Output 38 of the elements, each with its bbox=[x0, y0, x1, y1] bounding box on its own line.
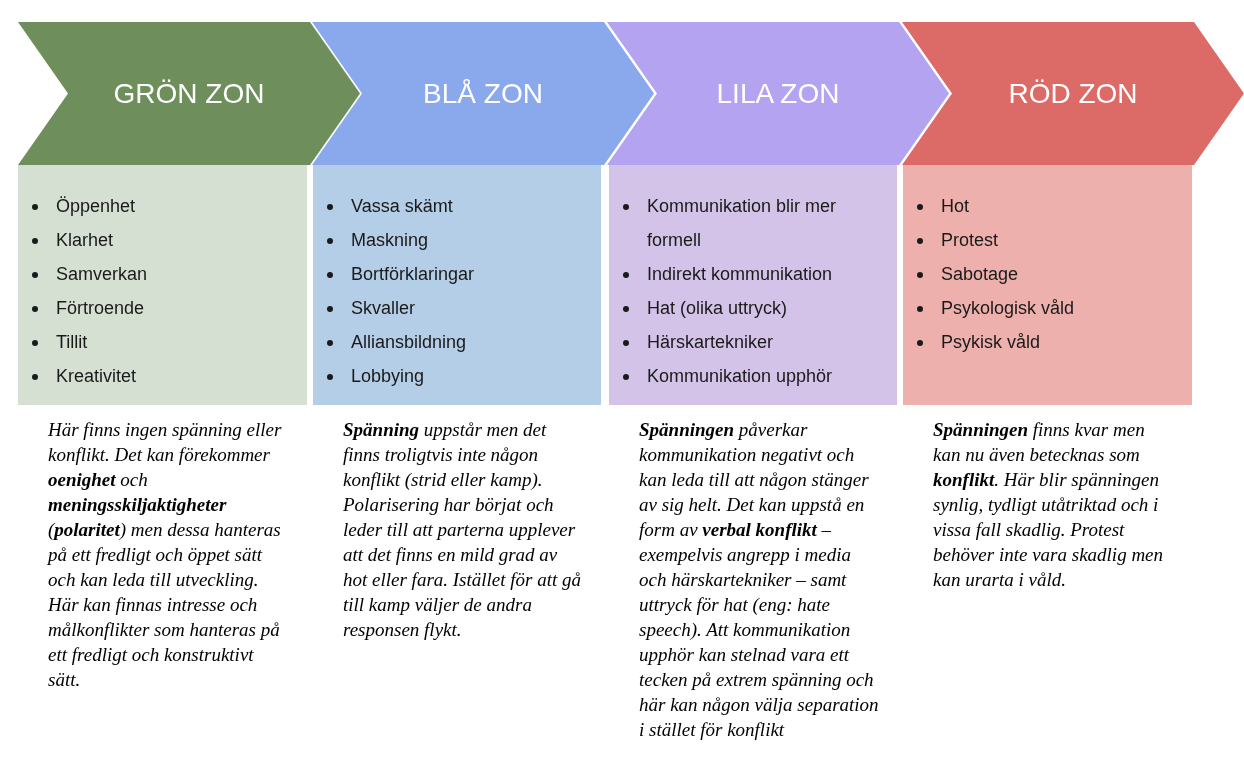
description-paragraph: Spänningen påverkar kommunikation negativt och kan leda till att någon stänger av sig helt. Det kan uppstå en form av verbal konflikt – exempelvis angrepp i media och härskartekniker – samt uttryck för hat (eng: hate speech). Att kommunikation upphör kan stelnad vara ett tecken på extrem spänning och här kan någon välja separation i stället för konflikt bbox=[639, 418, 879, 742]
chevron-banner bbox=[607, 22, 949, 165]
list-item-text: Samverkan bbox=[56, 263, 148, 286]
zone-panel bbox=[18, 165, 307, 405]
list-item-text: Härskartekniker bbox=[647, 331, 774, 354]
chevron-banner bbox=[18, 22, 360, 165]
zone-title: GRÖN ZON bbox=[113, 76, 265, 111]
list-item-text: Klarhet bbox=[56, 229, 114, 252]
list-item-text: Protest bbox=[941, 229, 999, 252]
list-item-text: Skvaller bbox=[351, 297, 416, 320]
description-paragraph: Här finns ingen spänning eller konflikt. Det kan förekommer oenighet och meningsskiljaktigheter (polaritet) men dessa hanteras på ett fredligt och öppet sätt och kan leda till utveckling. Här kan finnas intresse och målkonflikter som hanteras på ett fredligt och konstruktivt sätt. bbox=[48, 418, 283, 692]
list-item-text: Sabotage bbox=[941, 263, 1019, 286]
zone-title: BLÅ ZON bbox=[423, 76, 543, 111]
chevron-banner bbox=[902, 22, 1244, 165]
list-item-text: Kommunikation upphör bbox=[647, 365, 833, 388]
list-item-text: Maskning bbox=[351, 229, 429, 252]
zone-panel bbox=[609, 165, 897, 405]
zone-panel bbox=[903, 165, 1192, 405]
list-item-text: Psykisk våld bbox=[941, 331, 1041, 354]
zone-title: RÖD ZON bbox=[1008, 76, 1138, 111]
list-item-text: Indirekt kommunikation bbox=[647, 263, 833, 286]
list-item-text: Psykologisk våld bbox=[941, 297, 1075, 320]
list-item-text: Hat (olika uttryck) bbox=[647, 297, 788, 320]
list-item-text: Hot bbox=[941, 195, 969, 218]
list-item-text: Tillit bbox=[56, 331, 88, 354]
list-item-text: Kommunikation blir mer formell bbox=[647, 195, 838, 252]
list-item-text: Öppenhet bbox=[56, 195, 136, 218]
zone-title: LILA ZON bbox=[716, 76, 840, 111]
zone-panel bbox=[313, 165, 601, 405]
chevron-banner bbox=[312, 22, 654, 165]
list-item-text: Förtroende bbox=[56, 297, 145, 320]
description-paragraph: Spänning uppstår men det finns troligtvis inte någon konflikt (strid eller kamp). Polarisering har börjat och leder till att parterna upplever att det finns en mild grad av hot eller fara. Istället för att gå till kamp väljer de andra responsen flykt. bbox=[343, 418, 583, 642]
list-item-text: Kreativitet bbox=[56, 365, 137, 388]
list-item-text: Alliansbildning bbox=[351, 331, 467, 354]
list-item-text: Vassa skämt bbox=[351, 195, 453, 218]
list-item-text: Lobbying bbox=[351, 365, 425, 388]
description-paragraph: Spänningen finns kvar men kan nu även betecknas som konflikt. Här blir spänningen synlig, tydligt utåtriktad och i vissa fall skadlig. Protest behöver inte vara skadlig men kan urarta i våld. bbox=[933, 418, 1165, 592]
list-item-text: Bortförklaringar bbox=[351, 263, 475, 286]
